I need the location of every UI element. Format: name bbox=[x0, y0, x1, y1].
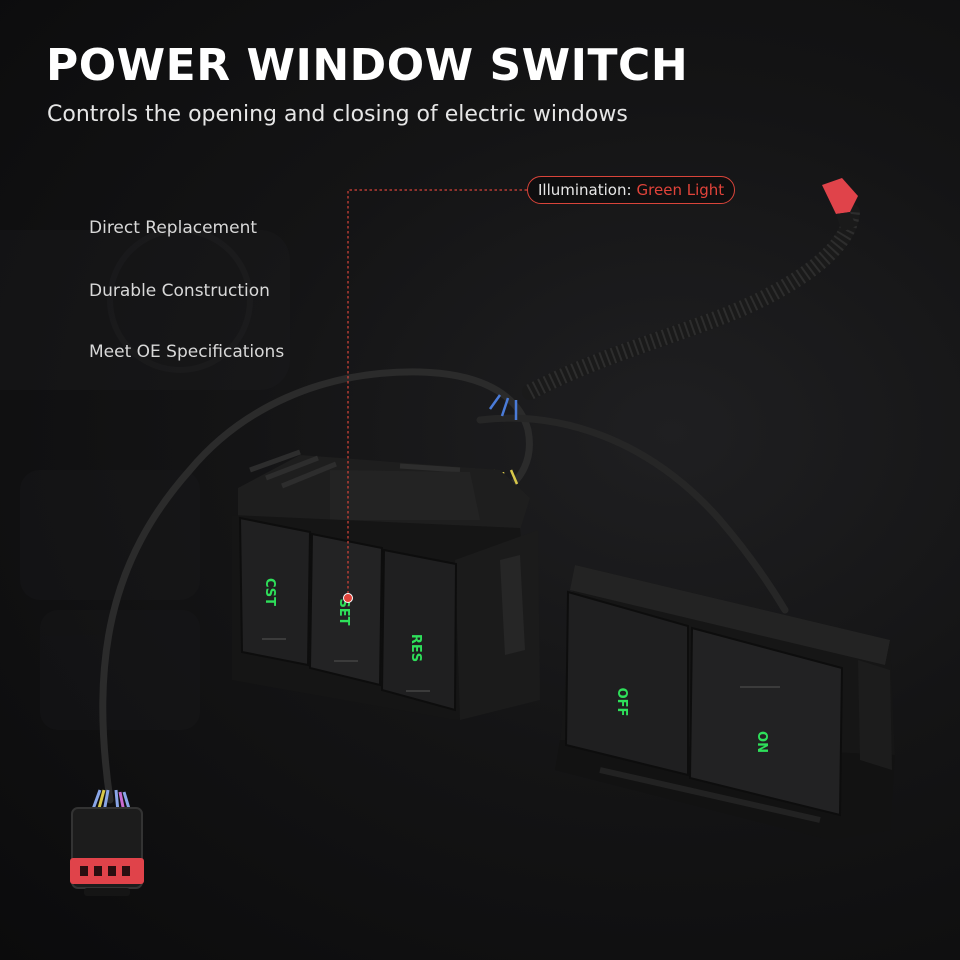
button-off-label: OFF bbox=[614, 688, 629, 717]
callout-label: Illumination: bbox=[538, 181, 632, 199]
button-set-label: SET bbox=[336, 598, 351, 625]
feature-direct-replacement: Direct Replacement bbox=[89, 218, 258, 238]
background-dashboard bbox=[0, 227, 290, 730]
cable-left bbox=[99, 368, 533, 804]
switch-module-left: CST SET RES bbox=[232, 449, 540, 720]
feature-durable-construction: Durable Construction bbox=[89, 281, 270, 301]
illumination-callout: Illumination: Green Light bbox=[527, 176, 736, 204]
button-res-label: RES bbox=[408, 634, 423, 662]
switch-module-right: OFF ON bbox=[555, 565, 895, 840]
button-cst-label: CST bbox=[262, 578, 277, 606]
red-wire-tip bbox=[822, 178, 858, 232]
cable-bridge bbox=[476, 414, 789, 614]
page-title: POWER WINDOW SWITCH bbox=[46, 40, 689, 91]
wire-connector bbox=[70, 789, 144, 896]
button-on-label: ON bbox=[754, 731, 769, 753]
callout-value: Green Light bbox=[636, 181, 725, 199]
feature-meet-oe-specifications: Meet OE Specifications bbox=[89, 342, 285, 362]
callout-marker bbox=[343, 593, 353, 603]
page-subtitle: Controls the opening and closing of elec… bbox=[47, 102, 628, 127]
